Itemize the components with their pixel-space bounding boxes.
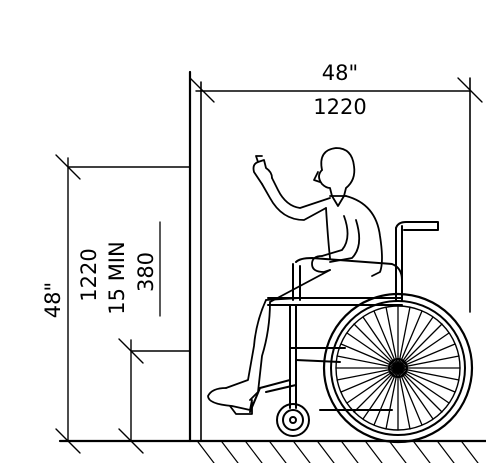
wheelchair	[249, 221, 439, 437]
width-imperial-label: 48"	[322, 61, 358, 85]
knee-note-label: 15 MIN	[105, 241, 129, 314]
wall	[188, 70, 202, 443]
floor	[58, 439, 486, 463]
knee-metric-label: 380	[134, 252, 158, 292]
rear-wheel	[322, 292, 474, 444]
height-dimension-line	[55, 154, 191, 454]
width-metric-label: 1220	[313, 95, 366, 119]
height-imperial-label: 48"	[41, 282, 65, 318]
height-metric-label: 1220	[77, 248, 101, 301]
width-dimension-line	[189, 77, 483, 313]
seated-person	[207, 147, 383, 415]
knee-dimension-line	[118, 221, 191, 454]
